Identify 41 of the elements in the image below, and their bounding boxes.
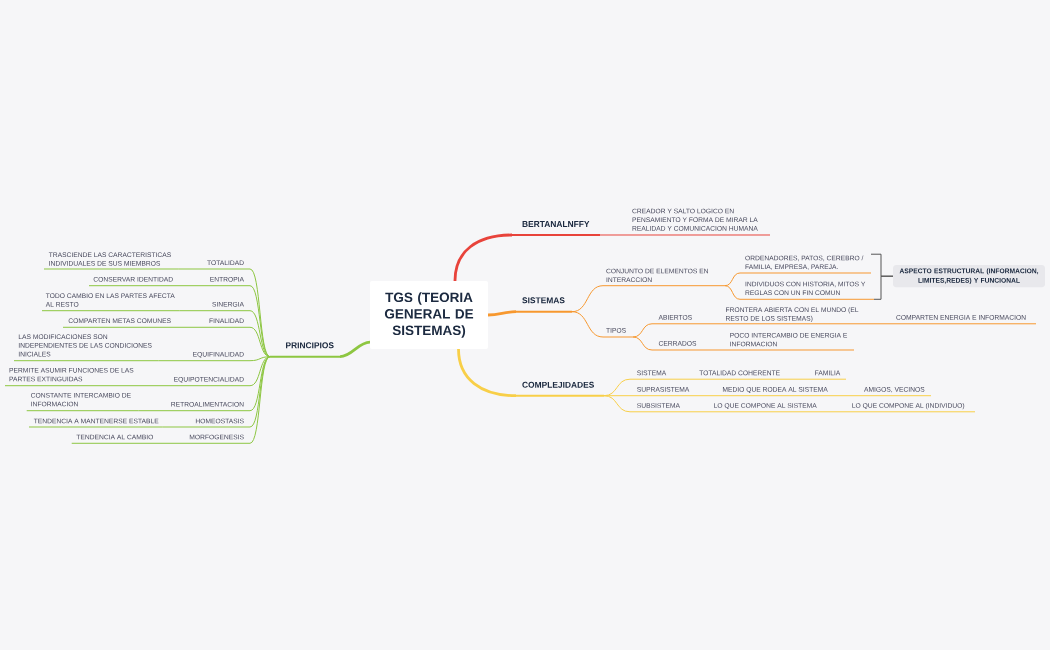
connector-line: [821, 411, 849, 413]
branch-curve: [453, 233, 513, 282]
branch-curve: [249, 285, 271, 358]
connector-line: [140, 385, 167, 387]
branch-curve: [724, 272, 741, 287]
connector-line: [179, 285, 204, 287]
branch-heading: SISTEMAS: [515, 297, 573, 313]
connector-line: [835, 395, 861, 397]
branch-heading: COMPLEJIDADES: [515, 381, 605, 397]
connector-line: [179, 310, 207, 312]
branch-heading: PRINCIPIOS: [269, 342, 341, 358]
connector-line: [162, 426, 190, 428]
connector-line: [157, 360, 185, 362]
connector-line: [159, 442, 185, 444]
branch-curve: [632, 323, 653, 338]
connector-line: [865, 323, 892, 325]
connector-line: [599, 234, 628, 236]
branch-curve: [632, 336, 653, 351]
branch-curve: [571, 311, 604, 338]
connector-line: [701, 349, 727, 351]
connector-line: [671, 378, 697, 380]
branch-curve: [249, 356, 271, 428]
connector-line: [685, 411, 711, 413]
connector-line: [178, 268, 201, 270]
branch-curve: [724, 285, 741, 300]
connector-line: [138, 410, 164, 412]
branch-curve: [488, 310, 517, 317]
branch-curve: [339, 340, 371, 359]
branch-curve: [457, 348, 517, 398]
connector-line: [784, 378, 811, 380]
summary-bracket: [873, 275, 894, 300]
connector-line: [696, 323, 722, 325]
branch-heading: BERTANALNFFY: [511, 221, 601, 236]
branch-curve: [249, 326, 271, 358]
central-topic-box: TGS (TEORIA GENERAL DE SISTEMAS): [370, 281, 488, 349]
branch-curve: [603, 395, 631, 413]
connector-line: [179, 326, 203, 328]
branch-curve: [249, 356, 271, 412]
branch-curve: [249, 356, 271, 362]
branch-curve: [249, 356, 271, 444]
connector-line: [693, 395, 720, 397]
